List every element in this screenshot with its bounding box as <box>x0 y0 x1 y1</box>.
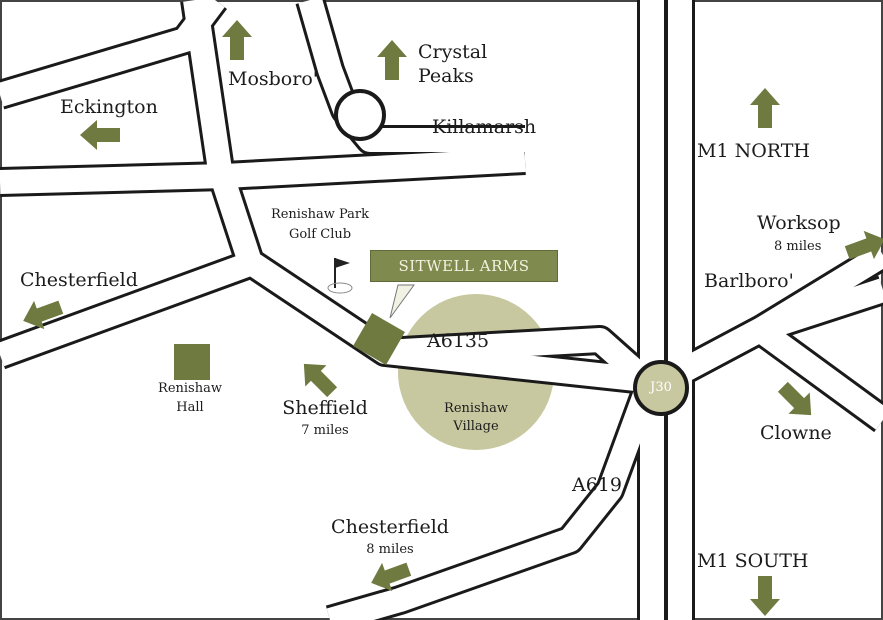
direction-arrow-icon-eckington <box>80 120 120 150</box>
label-m1-south: M1 SOUTH <box>697 550 809 572</box>
direction-arrow-icon-chesterfield-south <box>371 562 412 592</box>
label-clowne: Clowne <box>760 422 832 444</box>
golf-flag-icon <box>327 258 353 294</box>
label-a6135: A6135 <box>427 330 490 352</box>
label-crystal-peaks-line2: Peaks <box>418 65 474 87</box>
label-worksop-distance: 8 miles <box>774 239 822 254</box>
label-golf-club-line2: Golf Club <box>288 227 352 242</box>
label-chesterfield-south-distance: 8 miles <box>366 542 414 557</box>
direction-arrow-icon-mosboro <box>222 20 252 60</box>
label-chesterfield-west: Chesterfield <box>20 269 138 291</box>
direction-arrow-icon-worksop <box>844 230 883 260</box>
direction-arrow-icon-sheffield <box>303 363 338 398</box>
label-junction: J30 <box>650 380 672 395</box>
sitwell-arms-marker <box>353 313 405 365</box>
label-crystal-peaks-line1: Crystal <box>418 41 488 63</box>
direction-arrow-icon-m1-north <box>750 88 780 128</box>
direction-arrow-icon-chesterfield-west <box>23 300 64 330</box>
label-chesterfield-south: Chesterfield <box>331 516 449 538</box>
label-m1-north: M1 NORTH <box>697 140 810 162</box>
label-renishaw-hall-line2: Hall <box>176 400 204 415</box>
label-renishaw-hall-line1: Renishaw <box>158 381 222 396</box>
direction-arrow-icon-m1-south <box>750 576 780 616</box>
label-barlboro: Barlboro' <box>704 270 794 292</box>
direction-arrow-icon-clowne <box>777 381 812 416</box>
label-golf-club-line1: Renishaw Park <box>270 207 370 222</box>
label-worksop: Worksop <box>757 212 841 234</box>
label-renishaw-village-line1: Renishaw <box>444 401 508 416</box>
label-sitwell-arms: SITWELL ARMS <box>370 250 558 282</box>
label-sheffield-distance: 7 miles <box>301 423 349 438</box>
label-renishaw-village-line2: Village <box>453 419 499 434</box>
direction-arrow-icon-crystal-peaks <box>377 40 407 80</box>
pub-sign-pointer <box>389 284 415 319</box>
label-killamarsh: Killamarsh <box>432 116 537 138</box>
label-sheffield: Sheffield <box>282 397 368 419</box>
j30-roundabout <box>633 360 689 416</box>
renishaw-hall-marker <box>174 344 210 380</box>
label-mosboro: Mosboro' <box>228 68 318 90</box>
label-eckington: Eckington <box>60 96 158 118</box>
mosboro-roundabout <box>334 89 386 141</box>
label-a619: A619 <box>572 474 622 496</box>
